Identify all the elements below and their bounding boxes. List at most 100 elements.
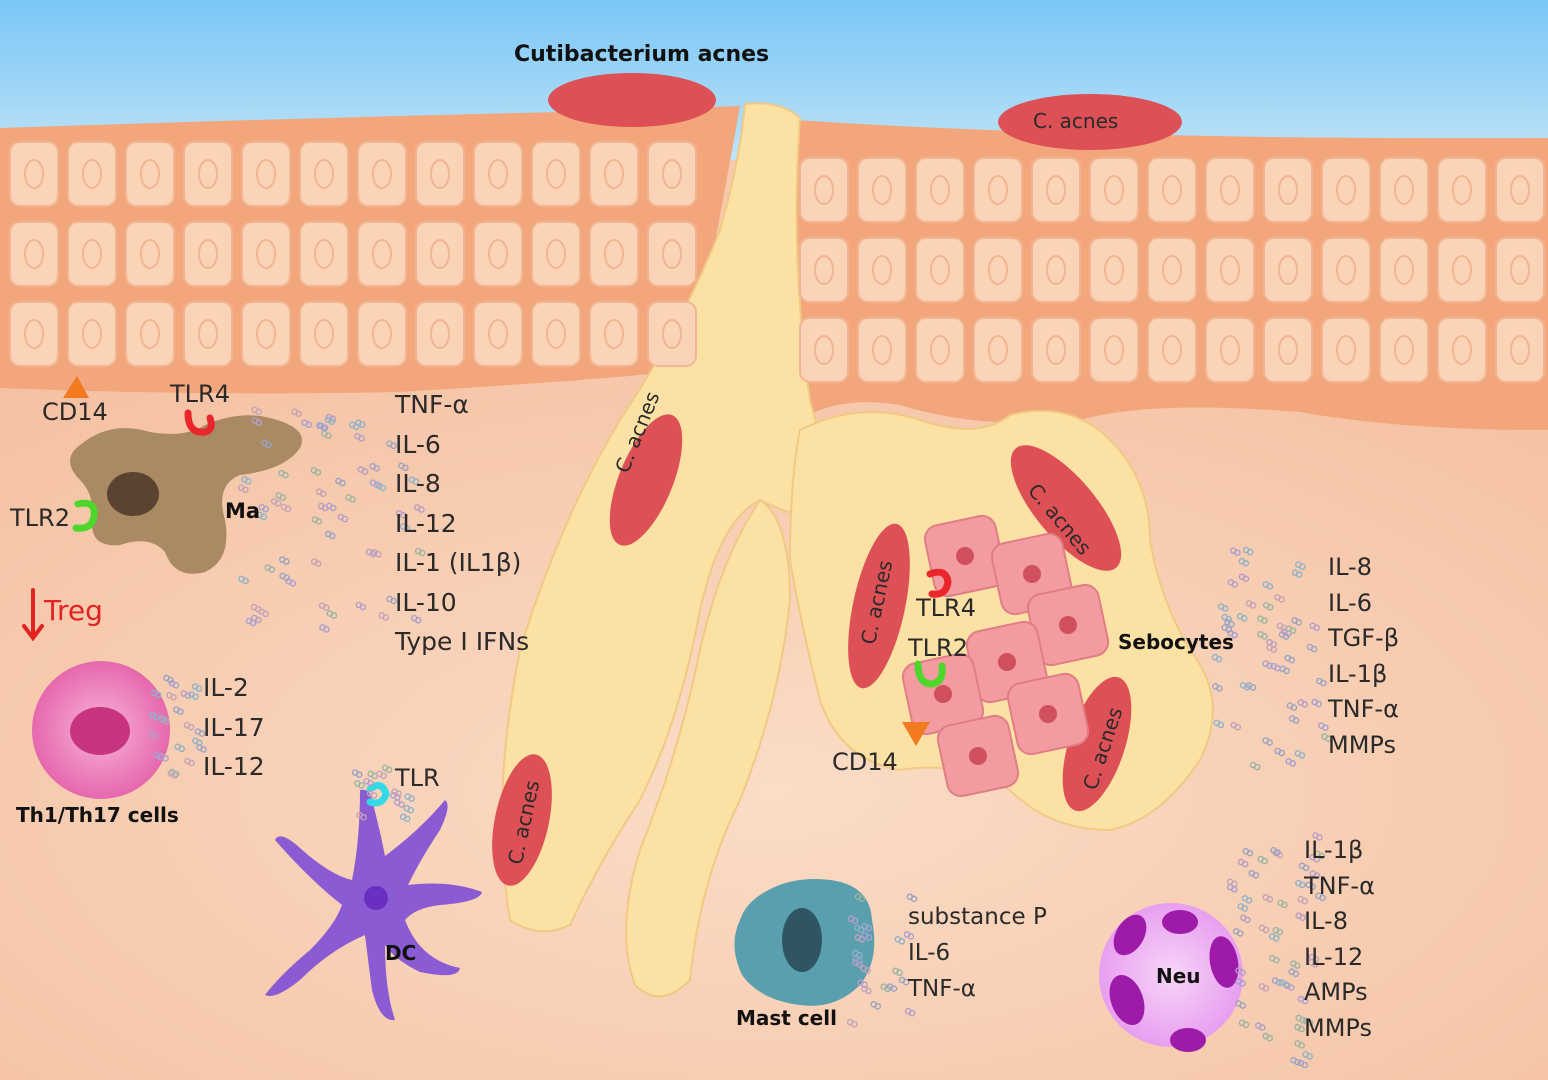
- treg-label: Treg: [44, 594, 103, 627]
- cytokine-particle: [1231, 885, 1238, 893]
- cytokine-particle: [1217, 721, 1225, 729]
- keratinocyte-nucleus: [1278, 255, 1298, 285]
- cytokine-particle: [1292, 717, 1300, 724]
- cytokine-particle: [407, 806, 415, 814]
- cytokine-particle: [328, 532, 336, 540]
- cytokine-particle: [1299, 914, 1307, 922]
- keratinocyte-nucleus: [930, 335, 950, 365]
- cytokine-particle: [339, 479, 346, 487]
- keratinocyte-nucleus: [872, 335, 892, 365]
- cytokine-particle: [1301, 701, 1309, 708]
- keratinocyte-nucleus: [1394, 255, 1414, 285]
- cytokine-particle: [349, 496, 356, 503]
- keratinocyte-nucleus: [488, 159, 508, 189]
- keratinocyte-nucleus: [814, 175, 834, 205]
- neutrophil-cytokine-item: IL-12: [1304, 942, 1364, 971]
- cytokine-particle: [1242, 1021, 1250, 1029]
- cytokine-particle: [242, 577, 249, 585]
- sebocyte-nucleus: [1059, 616, 1077, 634]
- sebocyte-nucleus: [969, 747, 987, 765]
- sebocyte-nucleus: [956, 547, 974, 565]
- keratinocyte-nucleus: [1336, 175, 1356, 205]
- cytokine-particle: [856, 958, 863, 965]
- cytokine-particle: [1244, 916, 1251, 924]
- cd14-receptor-sebocyte: [902, 722, 930, 746]
- cytokine-particle: [1249, 684, 1257, 691]
- cytokine-particle: [390, 597, 397, 605]
- dc-label: DC: [385, 941, 417, 965]
- cytokine-particle: [358, 434, 365, 442]
- cytokine-particle: [382, 614, 390, 621]
- tlr2-receptor-macrophage: [72, 499, 98, 532]
- cytokine-particle: [874, 1003, 882, 1010]
- cytokine-particle: [170, 693, 177, 701]
- cytokine-particle: [890, 985, 898, 992]
- neutrophil-cytokine-item: IL-1β: [1304, 836, 1364, 864]
- neutrophil-cytokine-item: AMPs: [1304, 978, 1368, 1006]
- cytokine-particle: [167, 676, 174, 684]
- cytokine-particle: [1299, 881, 1306, 889]
- tlr4-receptor-macrophage: [184, 409, 215, 436]
- sebocyte-cluster: [901, 514, 1110, 798]
- cytokine-particle: [1318, 852, 1325, 860]
- cytokine-particle: [403, 525, 411, 532]
- keratinocyte-nucleus: [140, 319, 160, 349]
- cytokine-particle: [1266, 739, 1273, 746]
- cytokine-particle: [1249, 602, 1257, 609]
- keratinocyte-nucleus: [372, 239, 392, 269]
- cytokine-particle: [1306, 1019, 1314, 1027]
- mast-cell-cytokine-item: TNF-α: [908, 976, 976, 1002]
- cytokine-particle: [1262, 985, 1270, 992]
- cytokine-particle: [418, 506, 425, 513]
- keratinocyte-nucleus: [430, 239, 450, 269]
- keratinocyte-nucleus: [546, 319, 566, 349]
- cytokine-particle: [1241, 905, 1249, 912]
- cytokine-particle: [865, 924, 873, 932]
- tlr-receptor-dc: [366, 782, 390, 807]
- keratinocyte-nucleus: [546, 159, 566, 189]
- cytokine-particle: [851, 917, 859, 925]
- mast-cell-cytokine-item: substance P: [908, 904, 1047, 930]
- cytokine-particle: [260, 513, 267, 521]
- cytokine-particle: [1261, 633, 1268, 640]
- cytokine-particle: [1266, 1034, 1273, 1042]
- keratinocyte-nucleus: [198, 319, 218, 349]
- keratinocyte-nucleus: [314, 159, 334, 189]
- sebocyte-nucleus: [1039, 705, 1057, 723]
- cytokine-particle: [1325, 735, 1332, 742]
- cytokine-particle: [1240, 615, 1248, 622]
- keratinocyte-nucleus: [814, 335, 834, 365]
- cytokine-particle: [1246, 548, 1254, 556]
- keratinocyte-nucleus: [1220, 175, 1240, 205]
- cytokine-particle: [177, 708, 184, 715]
- cytokine-particle: [283, 558, 290, 565]
- cytokine-particle: [1276, 928, 1284, 936]
- cytokine-particle: [1239, 980, 1246, 987]
- cytokine-particle: [902, 978, 910, 986]
- cytokine-particle: [1262, 926, 1270, 934]
- treg-down-arrow: [22, 588, 44, 642]
- cytokine-particle: [1294, 962, 1301, 969]
- cytokine-particle: [1294, 1058, 1301, 1066]
- keratinocyte-nucleus: [814, 255, 834, 285]
- cytokine-particle: [1288, 984, 1295, 991]
- cytokine-particle: [322, 604, 330, 611]
- cytokine-particle: [1306, 1053, 1313, 1060]
- cytokine-particle: [1281, 901, 1288, 909]
- cytokine-particle: [1245, 897, 1253, 904]
- cytokine-particle: [1231, 631, 1238, 639]
- cytokine-particle: [1266, 603, 1274, 611]
- cytokine-particle: [408, 795, 415, 802]
- keratinocyte-nucleus: [1104, 175, 1124, 205]
- neutrophil-cytokine-item: MMPs: [1304, 1013, 1372, 1042]
- cytokine-particle: [188, 759, 195, 767]
- cytokine-particle: [1298, 1042, 1305, 1049]
- cytokine-particle: [279, 494, 287, 501]
- cytokine-particle: [379, 484, 387, 492]
- cytokine-particle: [330, 612, 338, 619]
- bacterium-duct-lower: [492, 754, 552, 886]
- cytokine-particle: [1261, 617, 1268, 625]
